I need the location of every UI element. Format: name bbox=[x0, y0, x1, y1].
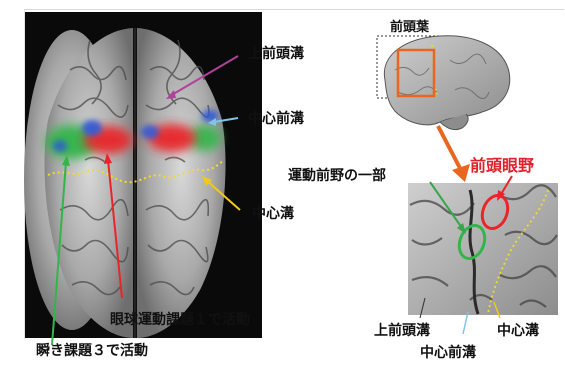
label-inset-superior-frontal-sulcus: 上前頭溝 bbox=[374, 320, 430, 340]
blue-activation-2 bbox=[141, 125, 159, 139]
label-inset-central-sulcus: 中心溝 bbox=[497, 320, 539, 340]
label-part-of-premotor-area: 運動前野の一部 bbox=[288, 165, 386, 185]
zoomed-frontal-inset bbox=[408, 176, 558, 334]
label-blink-task: 瞬き課題３で活動 bbox=[36, 340, 148, 360]
label-eye-movement-task: 眼球運動課題１で活動 bbox=[110, 309, 250, 329]
label-superior-frontal-sulcus: 上前頭溝 bbox=[248, 43, 304, 63]
label-inset-precentral-sulcus: 中心前溝 bbox=[420, 342, 476, 362]
leader-precentral bbox=[463, 312, 468, 334]
label-central-sulcus: 中心溝 bbox=[252, 203, 294, 223]
blue-activation-1 bbox=[82, 120, 102, 136]
label-frontal-lobe: 前頭葉 bbox=[390, 16, 429, 35]
blue-activation-4 bbox=[53, 140, 67, 152]
brain-top-view bbox=[24, 12, 262, 338]
zoom-arrow-shaft bbox=[438, 126, 462, 172]
label-frontal-eye-field: 前頭眼野 bbox=[470, 152, 534, 176]
label-precentral-sulcus: 中心前溝 bbox=[248, 108, 304, 128]
